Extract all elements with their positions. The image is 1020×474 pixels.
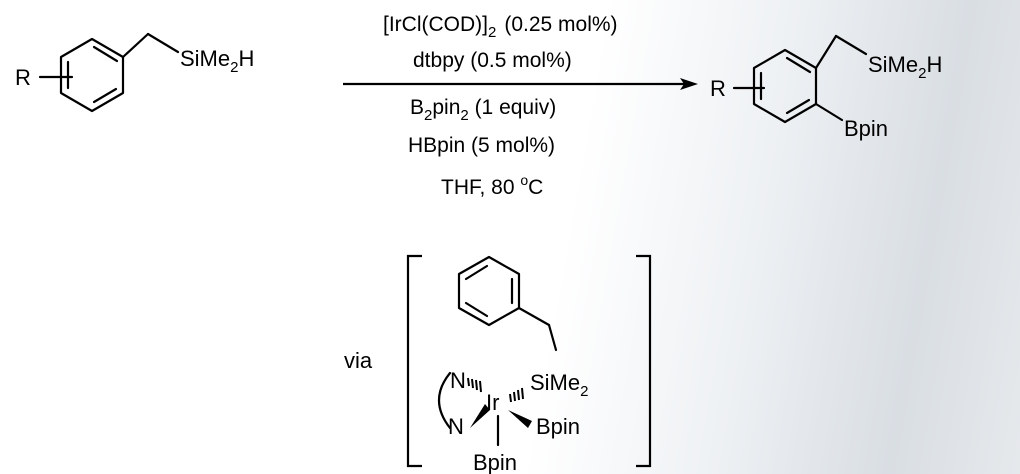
reaction-arrow-head [680,78,698,90]
reactant-silyl-label: SiMe2H [180,46,254,76]
catalyst-label: [IrCl(COD)]2(0.25 mol%) [383,13,618,41]
reactant-benzene-ring [59,37,125,113]
left-bracket [406,254,422,468]
product-benzyl-bond-2 [834,34,868,56]
intermediate-inner-bond-1 [464,264,489,281]
wedge-bond-n-ir [470,404,490,428]
reactant-benzyl-bond-2 [146,32,180,54]
product-r-label: R [710,76,726,101]
iridium-label: Ir [486,390,499,415]
ligand-arc [438,371,452,430]
product-silyl-label: SiMe2H [868,52,942,82]
intermediate-inner-bond-2 [464,301,489,318]
wedge-bond-ir-bpin [508,410,532,428]
diboron-label: B2pin2 (1 equiv) [410,96,556,124]
product-benzyl-bond-1 [814,34,838,70]
solvent-temp-label: THF, 80 oC [441,172,543,199]
via-label: via [344,348,373,373]
hashed-bond-ir-si [509,387,524,403]
product-structure: R SiMe2H Bpin [710,34,942,141]
reaction-conditions: [IrCl(COD)]2(0.25 mol%) dtbpy (0.5 mol%)… [343,13,698,199]
reactant-benzyl-bond-1 [121,32,150,59]
product-boryl-label: Bpin [844,116,888,141]
product-boryl-bond [814,102,844,122]
product-benzene-ring [752,48,818,124]
nitrogen-label-bottom: N [448,414,464,439]
reactant-structure: R SiMe2H [15,32,254,113]
boryl-label-bottom: Bpin [473,450,517,474]
product-inner-bond-1 [785,56,812,74]
nitrogen-label-top: N [450,368,466,393]
intermediate-structure: via N N Ir SiM [344,254,652,474]
intermediate-silyl-label: SiMe2 [530,370,588,400]
ligand-label: dtbpy (0.5 mol%) [413,49,572,72]
hbpin-label: HBpin (5 mol%) [408,134,555,157]
boryl-label-right: Bpin [536,414,580,439]
reactant-inner-bond-2 [92,87,118,104]
hashed-bond-n-ir [467,377,482,393]
intermediate-benzene-ring [457,255,521,327]
intermediate-benzyl-bond-1 [517,306,551,327]
reactant-inner-bond-1 [92,45,119,63]
product-inner-bond-2 [785,98,811,115]
right-bracket [636,254,652,468]
reactant-r-label: R [15,65,31,90]
intermediate-benzyl-bond-2 [547,323,558,352]
